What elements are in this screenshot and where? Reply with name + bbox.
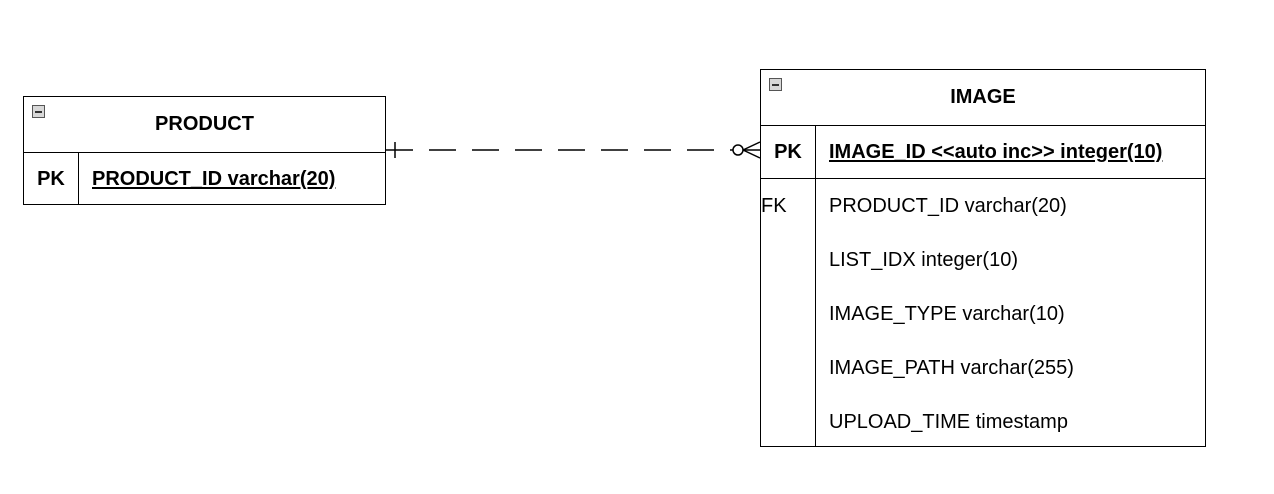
image-key-column: FK — [761, 179, 816, 447]
crow-foot-upper — [742, 141, 761, 151]
image-id-field: IMAGE_ID <<auto inc>> integer(10) — [829, 140, 1163, 163]
image-pk-row[interactable]: PK IMAGE_ID <<auto inc>> integer(10) — [761, 126, 1205, 179]
crow-foot-lower — [742, 149, 761, 159]
fk-label: FK — [761, 194, 787, 217]
product-id-field: PRODUCT_ID varchar(20) — [92, 167, 336, 190]
field-product-id[interactable]: PRODUCT_ID varchar(20) — [829, 194, 1067, 217]
collapse-icon[interactable] — [769, 78, 782, 91]
field-list-idx[interactable]: LIST_IDX integer(10) — [829, 248, 1018, 271]
pk-label: PK — [761, 126, 816, 178]
zero-cardinality-circle — [732, 144, 744, 156]
image-field-list: PRODUCT_ID varchar(20) LIST_IDX integer(… — [816, 179, 1205, 447]
image-entity-title: IMAGE — [950, 86, 1016, 108]
product-entity-header: PRODUCT — [24, 97, 385, 153]
product-entity-title: PRODUCT — [155, 113, 254, 135]
image-entity-header: IMAGE — [761, 70, 1205, 126]
field-image-path[interactable]: IMAGE_PATH varchar(255) — [829, 356, 1074, 379]
field-image-type[interactable]: IMAGE_TYPE varchar(10) — [829, 302, 1065, 325]
image-attributes: FK PRODUCT_ID varchar(20) LIST_IDX integ… — [761, 179, 1205, 447]
product-pk-row[interactable]: PK PRODUCT_ID varchar(20) — [24, 153, 385, 205]
product-entity[interactable]: PRODUCT PK PRODUCT_ID varchar(20) — [23, 96, 386, 205]
pk-label: PK — [24, 153, 79, 205]
field-upload-time[interactable]: UPLOAD_TIME timestamp — [829, 410, 1068, 433]
image-entity[interactable]: IMAGE PK IMAGE_ID <<auto inc>> integer(1… — [760, 69, 1206, 447]
collapse-icon[interactable] — [32, 105, 45, 118]
